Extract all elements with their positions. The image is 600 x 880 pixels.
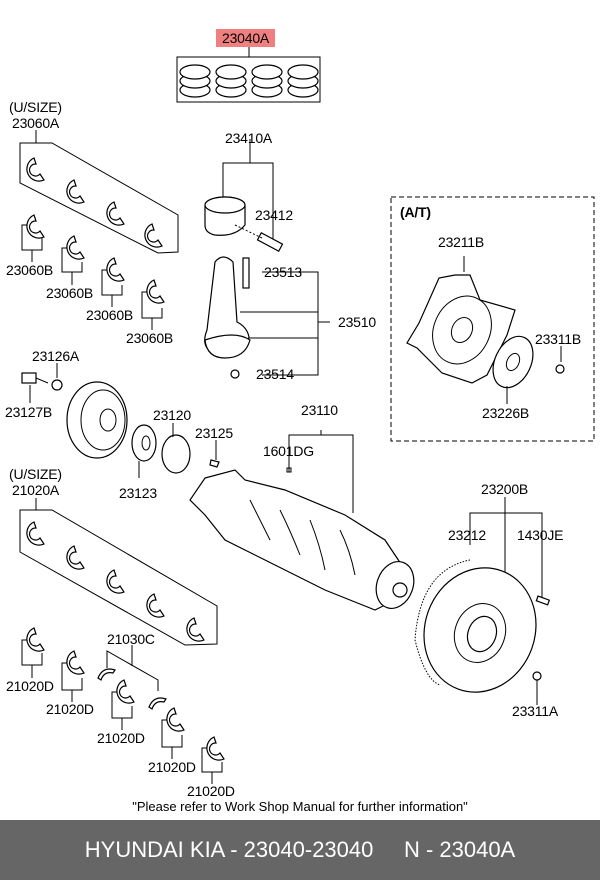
parts-diagram: 23040A (U/SIZE) 23060A 23060B 23060B 230… <box>5 29 595 799</box>
part-label-23060B[interactable]: 23060B <box>6 262 54 278</box>
part-label-23226B[interactable]: 23226B <box>482 405 530 421</box>
part-label-1430JE[interactable]: 1430JE <box>517 527 564 543</box>
lower-main-bearings-21020D <box>21 627 225 784</box>
piston-ring-set <box>176 46 321 103</box>
usize-label-lower: (U/SIZE) <box>9 466 62 482</box>
part-label-23311B[interactable]: 23311B <box>535 331 582 347</box>
at-section-label: (A/T) <box>400 204 431 220</box>
usize-label-upper: (U/SIZE) <box>9 99 62 115</box>
at-flexplate-box <box>390 196 595 442</box>
crank-pulley-group <box>21 363 220 478</box>
part-label-23510[interactable]: 23510 <box>338 314 376 330</box>
part-label-23412[interactable]: 23412 <box>255 207 293 223</box>
part-label-23211B[interactable]: 23211B <box>438 234 485 250</box>
footer-part-number: N - 23040A <box>403 837 516 862</box>
part-label-21020D[interactable]: 21020D <box>148 759 196 775</box>
part-label-1601DG[interactable]: 1601DG <box>263 443 314 459</box>
part-label-23514[interactable]: 23514 <box>256 366 294 382</box>
upper-bearing-set <box>19 130 179 254</box>
part-label-23060B[interactable]: 23060B <box>46 285 94 301</box>
part-label-21020D[interactable]: 21020D <box>46 701 94 717</box>
main-bearing-set <box>19 498 218 646</box>
footer-bar: HYUNDAI KIA - 23040-23040 N - 23040A <box>0 820 600 880</box>
part-label-23123[interactable]: 23123 <box>119 485 157 501</box>
part-label-23212[interactable]: 23212 <box>448 527 486 543</box>
part-label-23200B[interactable]: 23200B <box>481 481 529 497</box>
piston-assembly <box>204 139 284 252</box>
part-label-23311A[interactable]: 23311A <box>512 703 559 719</box>
lower-bearings-23060B <box>21 214 165 330</box>
part-label-21020D[interactable]: 21020D <box>97 730 145 746</box>
part-label-21020D[interactable]: 21020D <box>6 678 54 694</box>
part-label-23126A[interactable]: 23126A <box>32 348 80 364</box>
part-label-23110[interactable]: 23110 <box>301 402 338 418</box>
connecting-rod <box>204 256 330 379</box>
part-label-23040A-highlighted[interactable]: 23040A <box>216 29 276 47</box>
workshop-manual-note: "Please refer to Work Shop Manual for fu… <box>132 799 468 814</box>
diagram-drawing <box>19 46 595 784</box>
part-label-21020A[interactable]: 21020A <box>12 482 60 498</box>
crankshaft <box>189 430 415 611</box>
part-label-23125[interactable]: 23125 <box>195 425 233 441</box>
part-label-23120[interactable]: 23120 <box>153 407 191 423</box>
part-label-23127B[interactable]: 23127B <box>5 404 53 420</box>
part-label-21020D[interactable]: 21020D <box>187 783 235 799</box>
thrust-washers-21030C <box>97 645 167 710</box>
footer-spacer <box>373 837 404 863</box>
flywheel-group <box>414 497 551 705</box>
footer-brand-part: HYUNDAI KIA - 23040-23040 <box>84 837 374 862</box>
part-label-21030C[interactable]: 21030C <box>107 631 155 647</box>
part-label-23410A[interactable]: 23410A <box>225 130 273 146</box>
part-label-23513[interactable]: 23513 <box>264 264 302 280</box>
part-label-23060A[interactable]: 23060A <box>12 115 60 131</box>
part-label-23060B[interactable]: 23060B <box>86 307 134 323</box>
part-label-23060B[interactable]: 23060B <box>126 330 174 346</box>
